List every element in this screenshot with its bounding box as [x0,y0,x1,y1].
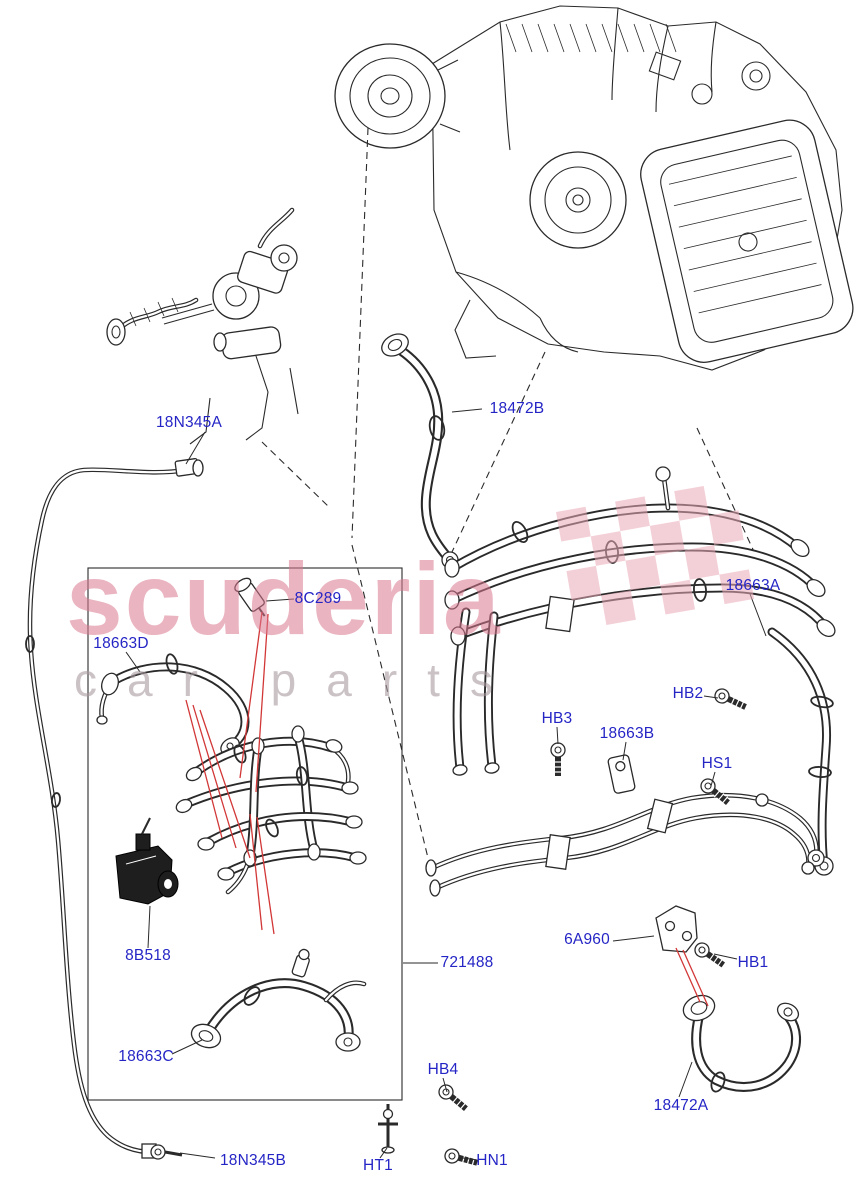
vent-pipe-drawing [25,458,204,1160]
watermark-brand: scuderia [66,542,502,656]
coolant-pipes-drawing [425,794,825,897]
part-label-HB1[interactable]: HB1 [737,954,769,971]
bracket-6A960-icon [655,905,698,953]
part-label-HB3[interactable]: HB3 [541,710,573,727]
part-label-8C289[interactable]: 8C289 [294,590,342,607]
part-label-18472B[interactable]: 18472B [489,400,545,417]
fasteners-drawing [378,686,750,1171]
boxed-hoses-drawing [96,577,367,1052]
red-locator-lines [185,611,709,1007]
part-label-18663C[interactable]: 18663C [118,1048,174,1065]
bolt-HB4-icon [435,1081,472,1115]
hvac-unit-drawing [334,5,854,371]
part-label-8B518[interactable]: 8B518 [125,947,171,964]
part-label-HB4[interactable]: HB4 [427,1061,459,1078]
bolt-HB3-icon [550,742,566,777]
part-721488-selection-box [87,567,403,1101]
part-label-HS1[interactable]: HS1 [701,755,733,772]
label-leader-lines [125,408,767,1161]
checkered-flag-icon [556,485,755,625]
part-label-18663B[interactable]: 18663B [599,725,655,742]
part-label-18663D[interactable]: 18663D [93,635,149,652]
watermark-tagline: car parts [74,654,523,706]
part-label-HB2[interactable]: HB2 [672,685,704,702]
hose-harness-drawing [444,466,836,876]
part-label-6A960[interactable]: 6A960 [564,931,610,948]
part-label-HN1[interactable]: HN1 [476,1152,508,1169]
part-label-18472A[interactable]: 18472A [653,1097,709,1114]
nut-HN1-icon [442,1146,480,1171]
part-label-18663A[interactable]: 18663A [725,577,781,594]
coolant-valve-drawing [106,210,299,445]
part-label-721488[interactable]: 721488 [440,954,494,971]
part-label-18N345A[interactable]: 18N345A [155,414,223,431]
dashed-reference-lines [261,127,757,859]
pump-8B518-drawing [115,817,179,905]
bolt-HS1-icon [697,775,734,809]
bolt-HB2-icon [712,686,750,714]
part-label-HT1[interactable]: HT1 [363,1157,393,1174]
hose-18472B-drawing [381,333,459,569]
bracket-18663B-icon [607,754,636,794]
hose-18472A-drawing [682,994,802,1093]
stud-HT1-icon [378,1104,398,1154]
watermark: scuderia car parts [66,485,755,706]
part-label-18N345B[interactable]: 18N345B [219,1152,287,1169]
